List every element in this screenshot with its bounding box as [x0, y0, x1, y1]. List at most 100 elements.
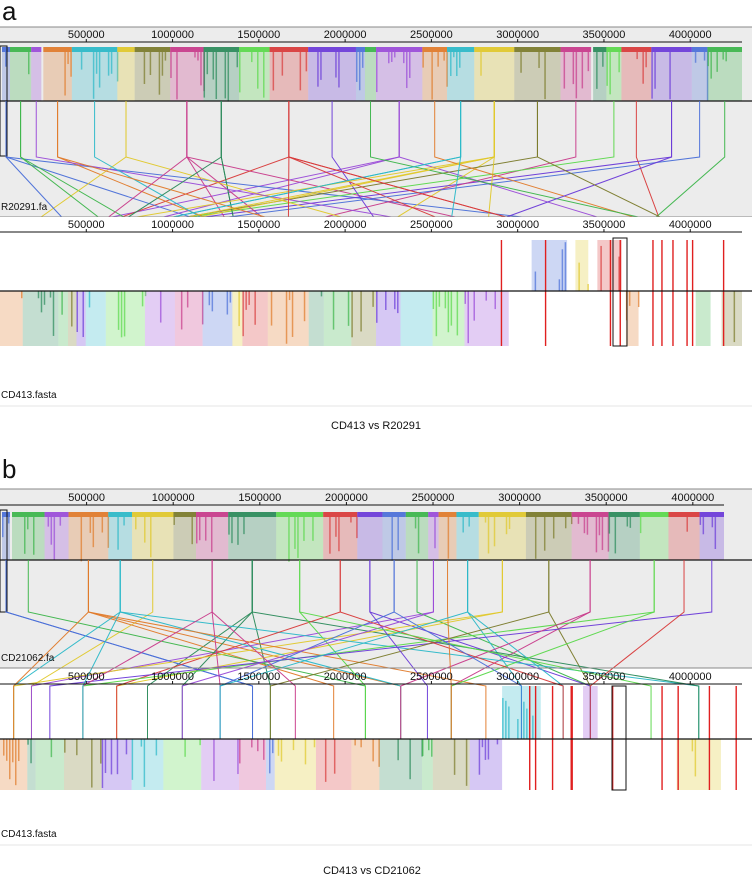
similarity-profile-bar [303, 517, 305, 541]
similarity-profile-bar [456, 291, 459, 336]
similarity-profile-bar [143, 52, 146, 84]
similarity-profile-bar [338, 52, 340, 88]
similarity-profile-bar [397, 739, 399, 761]
lcb-block [382, 512, 406, 560]
similarity-profile-bar [257, 52, 259, 89]
similarity-profile-bar [195, 517, 198, 544]
similarity-profile-bar [586, 517, 589, 535]
similarity-profile-bar [563, 52, 566, 89]
similarity-profile-bar [394, 291, 396, 310]
similarity-profile-bar [12, 739, 14, 763]
similarity-profile-bar [397, 291, 399, 314]
similarity-profile-bar [414, 517, 417, 529]
similarity-profile-bar [443, 52, 445, 61]
similarity-profile-bar [101, 739, 104, 788]
similarity-profile-bar [76, 291, 78, 333]
lcb-block [131, 739, 164, 790]
similarity-profile-bar [52, 291, 55, 336]
similarity-profile-bar [33, 517, 35, 555]
similarity-profile-bar [27, 739, 29, 745]
similarity-profile-bar [239, 52, 241, 93]
similarity-profile-bar [43, 291, 46, 305]
lcb-block [174, 291, 203, 346]
similarity-profile-bar [59, 517, 62, 526]
similarity-profile-bar [297, 517, 299, 558]
lcb-block [365, 47, 377, 101]
similarity-profile-bar [200, 52, 202, 86]
lcb-block-top-edge [606, 47, 622, 52]
ruler-tick-label: 4000000 [669, 29, 712, 41]
similarity-profile-bar [107, 52, 110, 76]
similarity-profile-bar [28, 52, 30, 75]
similarity-profile-bar [335, 517, 337, 537]
similarity-profile-bar [21, 291, 23, 299]
similarity-profile-bar [409, 739, 411, 780]
lcb-block-top-edge [68, 512, 109, 517]
similarity-profile-bar [637, 291, 640, 308]
similarity-profile-bar [534, 517, 537, 559]
similarity-profile-bar [378, 739, 380, 767]
similarity-profile-bar [703, 52, 706, 61]
similarity-profile-bar [303, 291, 306, 322]
lcb-block [668, 512, 700, 560]
similarity-profile-bar [447, 517, 450, 559]
ruler-tick-label: 2000000 [324, 671, 367, 683]
similarity-profile-bar [24, 517, 26, 554]
ruler-tick-label: 2000000 [325, 492, 368, 504]
similarity-profile-bar [149, 52, 152, 76]
ruler-tick-label: 1000000 [152, 492, 195, 504]
lcb-block [144, 291, 175, 346]
lcb-block [478, 512, 526, 560]
similarity-profile-bar [397, 517, 399, 551]
similarity-profile-bar [107, 517, 110, 548]
similarity-profile-bar [406, 52, 408, 89]
similarity-profile-bar [100, 739, 102, 764]
lcb-block-top-edge [365, 47, 377, 52]
similarity-profile-bar [15, 739, 17, 786]
lcb-block-top-edge [608, 512, 640, 517]
similarity-profile-bar [76, 739, 78, 756]
bottom-selection-box [611, 685, 627, 791]
similarity-profile-bar [600, 245, 602, 291]
similarity-profile-bar [304, 739, 307, 765]
similarity-profile-bar [231, 517, 233, 544]
similarity-profile-bar [694, 52, 697, 63]
similarity-profile-bar [164, 52, 167, 61]
similarity-profile-bar [213, 739, 215, 781]
similarity-profile-bar [564, 242, 567, 291]
similarity-profile-bar [394, 52, 396, 58]
similarity-profile-bar [645, 52, 647, 68]
ruler-tick-label: 1000000 [151, 219, 194, 231]
comparison-caption: CD413 vs CD21062 [323, 865, 421, 876]
similarity-profile-bar [312, 517, 314, 541]
similarity-profile-bar [18, 739, 20, 762]
similarity-profile-bar [141, 291, 144, 307]
similarity-profile-bar [212, 52, 215, 80]
lcb-block-top-edge [422, 47, 448, 52]
lcb-block [651, 47, 692, 101]
similarity-profile-bar [543, 517, 546, 551]
similarity-profile-bar [215, 52, 218, 99]
similarity-profile-bar [598, 517, 601, 536]
similarity-profile-bar [639, 517, 642, 534]
lcb-block [721, 291, 742, 346]
similarity-profile-bar [587, 283, 589, 291]
top-selection-box [0, 509, 8, 613]
similarity-profile-bar [618, 52, 620, 73]
lcb-block [132, 512, 174, 560]
lcb-block-top-edge [239, 47, 270, 52]
similarity-profile-bar [299, 52, 302, 91]
lcb-block [269, 47, 309, 101]
lcb-block-top-edge [12, 512, 45, 517]
similarity-profile-bar [203, 52, 206, 98]
lcb-block-top-edge [132, 512, 174, 517]
similarity-profile-bar [444, 291, 447, 309]
lcb-block [376, 47, 423, 101]
similarity-profile-bar [143, 739, 146, 787]
top-sequence-name: R20291.fa [1, 202, 48, 213]
similarity-profile-bar [285, 291, 288, 344]
similarity-profile-bar [291, 291, 294, 337]
lcb-block-top-edge [269, 47, 309, 52]
lcb-block [0, 739, 28, 790]
similarity-profile-bar [150, 517, 152, 558]
